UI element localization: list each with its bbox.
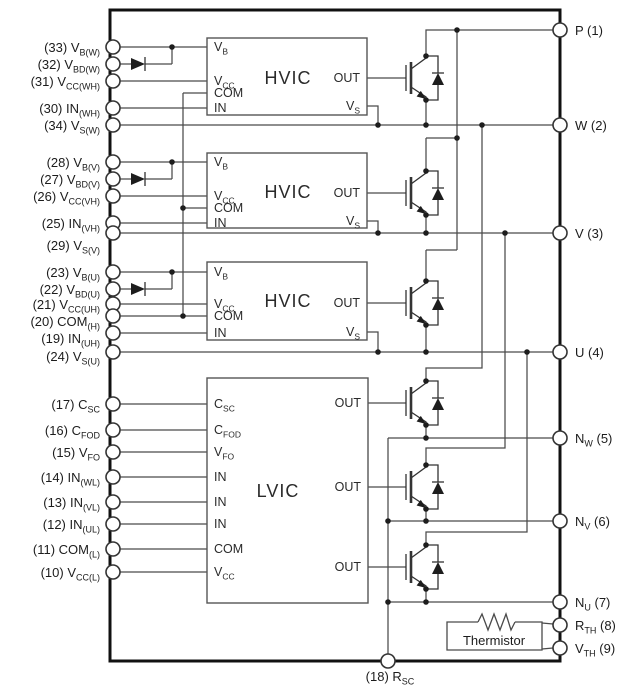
left-pins: (33) VB(W) (32) VBD(W) (31) VCC(WH) (30)… [30, 39, 121, 583]
pin-label: (15) VFO [52, 445, 100, 463]
pin-label: NV (6) [575, 514, 610, 532]
pin-label: (21) VCC(UH) [33, 297, 100, 315]
svg-text:VB: VB [214, 155, 228, 172]
svg-text:VS: VS [346, 325, 360, 342]
pin-label: (28) VB(V) [47, 155, 100, 173]
pin-label: (20) COM(H) [30, 314, 100, 332]
svg-text:OUT: OUT [334, 186, 361, 200]
pin-label: U (4) [575, 345, 604, 360]
bottom-pin-rsc: (18) RSC [366, 653, 415, 685]
svg-text:OUT: OUT [334, 296, 361, 310]
svg-text:VB: VB [214, 265, 228, 282]
svg-text:VB: VB [214, 40, 228, 57]
igbt-w-low [405, 380, 444, 426]
igbt-v-low [405, 464, 444, 510]
pin-label: (11) COM(L) [33, 542, 100, 560]
svg-text:VS: VS [346, 99, 360, 116]
pin-label: (24) VS(U) [46, 349, 100, 367]
svg-text:OUT: OUT [335, 560, 362, 574]
wiring [113, 29, 557, 658]
svg-text:OUT: OUT [335, 396, 362, 410]
svg-text:OUT: OUT [335, 480, 362, 494]
pin-label: (13) IN(VL) [43, 495, 100, 513]
junction-dots [169, 27, 530, 605]
thermistor-label: Thermistor [463, 633, 526, 648]
pin-label: (22) VBD(U) [40, 282, 100, 300]
igbt-u-high [405, 280, 444, 326]
svg-text:HVIC: HVIC [264, 182, 311, 202]
svg-text:COM: COM [214, 86, 243, 100]
thermistor: Thermistor [446, 611, 554, 651]
svg-text:COM: COM [214, 201, 243, 215]
pin-label: (10) VCC(L) [41, 565, 100, 583]
pin-label: (33) VB(W) [44, 40, 100, 58]
pin-label: (29) VS(V) [47, 238, 100, 256]
svg-text:VCC: VCC [214, 565, 235, 582]
svg-text:VFO: VFO [214, 445, 235, 462]
bootstrap-diode [131, 282, 146, 296]
pin-label: (16) CFOD [45, 423, 101, 441]
svg-text:VCC: VCC [214, 189, 235, 206]
pin-label: NW (5) [575, 431, 612, 449]
hvic-block-w: VB VCC COM IN HVIC OUT VS [206, 37, 368, 116]
svg-text:HVIC: HVIC [264, 68, 311, 88]
pin-label: (26) VCC(VH) [33, 189, 100, 207]
igbt-u-low [405, 544, 444, 590]
pin-label: (32) VBD(W) [38, 57, 100, 75]
svg-text:IN: IN [214, 101, 227, 115]
pin-label: (30) IN(WH) [39, 101, 100, 119]
svg-text:OUT: OUT [334, 71, 361, 85]
resistor-icon [477, 611, 516, 632]
svg-text:VCC: VCC [214, 297, 235, 314]
svg-text:IN: IN [214, 470, 227, 484]
svg-text:COM: COM [214, 309, 243, 323]
pin-label: W (2) [575, 118, 607, 133]
svg-text:IN: IN [214, 326, 227, 340]
pin-label: (17) CSC [51, 397, 100, 415]
svg-text:CSC: CSC [214, 397, 235, 414]
bootstrap-diode [131, 172, 146, 186]
pin-label: (12) IN(UL) [43, 517, 100, 535]
igbt-v-high [405, 170, 444, 216]
pin-label: (18) RSC [366, 669, 415, 685]
svg-text:IN: IN [214, 495, 227, 509]
pin-label: (25) IN(VH) [42, 216, 100, 234]
igbt-w-high [405, 55, 444, 101]
pin-label: RTH (8) [575, 618, 616, 636]
svg-text:CFOD: CFOD [214, 423, 241, 440]
svg-text:COM: COM [214, 542, 243, 556]
pin-label: (14) IN(WL) [41, 470, 100, 488]
hvic-block-v: VB VCC COM IN HVIC OUT VS [206, 152, 368, 231]
pin-label: P (1) [575, 23, 603, 38]
svg-text:IN: IN [214, 216, 227, 230]
hvic-block-u: VB VCC COM IN HVIC OUT VS [206, 261, 368, 342]
bootstrap-diode [131, 57, 146, 71]
svg-text:VCC: VCC [214, 74, 235, 91]
pin-label: (19) IN(UH) [41, 331, 100, 349]
svg-text:IN: IN [214, 517, 227, 531]
right-pins: P (1) W (2) V (3) U (4) NW (5) NV (6) NU… [552, 22, 616, 659]
pin-label: VTH (9) [575, 641, 615, 659]
pin-label: NU (7) [575, 595, 610, 613]
pin-label: (34) VS(W) [44, 118, 100, 136]
lvic-block: CSC CFOD VFO IN IN IN COM VCC LVIC OUT O… [206, 377, 369, 604]
pin-label: (31) VCC(WH) [31, 74, 100, 92]
svg-text:VS: VS [346, 214, 360, 231]
svg-text:HVIC: HVIC [264, 291, 311, 311]
pin-label: (27) VBD(V) [40, 172, 100, 190]
svg-text:LVIC: LVIC [257, 481, 300, 501]
pin-label: V (3) [575, 226, 603, 241]
pin-label: (23) VB(U) [46, 265, 100, 283]
